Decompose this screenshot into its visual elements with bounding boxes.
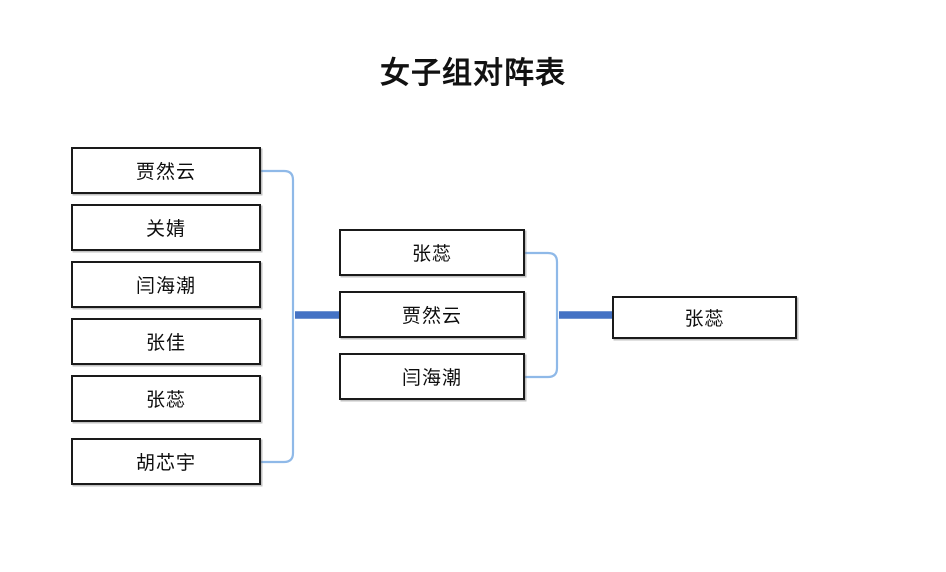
round1-player-box-3[interactable]: 闫海潮 [71,261,261,308]
page-title: 女子组对阵表 [380,57,566,90]
round1-player-box-5[interactable]: 张蕊 [71,375,261,422]
final-winner-box[interactable]: 张蕊 [612,296,797,339]
player-name: 张蕊 [684,309,725,330]
player-name: 张蕊 [411,244,452,265]
round1-player-box-6[interactable]: 胡芯宇 [71,438,261,485]
player-name: 贾然云 [135,162,196,183]
player-name: 贾然云 [401,306,462,327]
player-name: 关婧 [145,219,186,240]
round2-player-box-2[interactable]: 贾然云 [339,291,525,338]
round2-player-box-1[interactable]: 张蕊 [339,229,525,276]
player-name: 张佳 [145,333,186,354]
player-name: 胡芯宇 [135,453,196,474]
round2-player-box-3[interactable]: 闫海潮 [339,353,525,400]
round1-player-box-1[interactable]: 贾然云 [71,147,261,194]
player-name: 张蕊 [145,390,186,411]
round1-player-box-4[interactable]: 张佳 [71,318,261,365]
round1-player-box-2[interactable]: 关婧 [71,204,261,251]
player-name: 闫海潮 [401,368,462,389]
connector-round1-bracket [259,169,295,464]
connector-round2-bracket [523,251,559,379]
player-name: 闫海潮 [135,276,196,297]
